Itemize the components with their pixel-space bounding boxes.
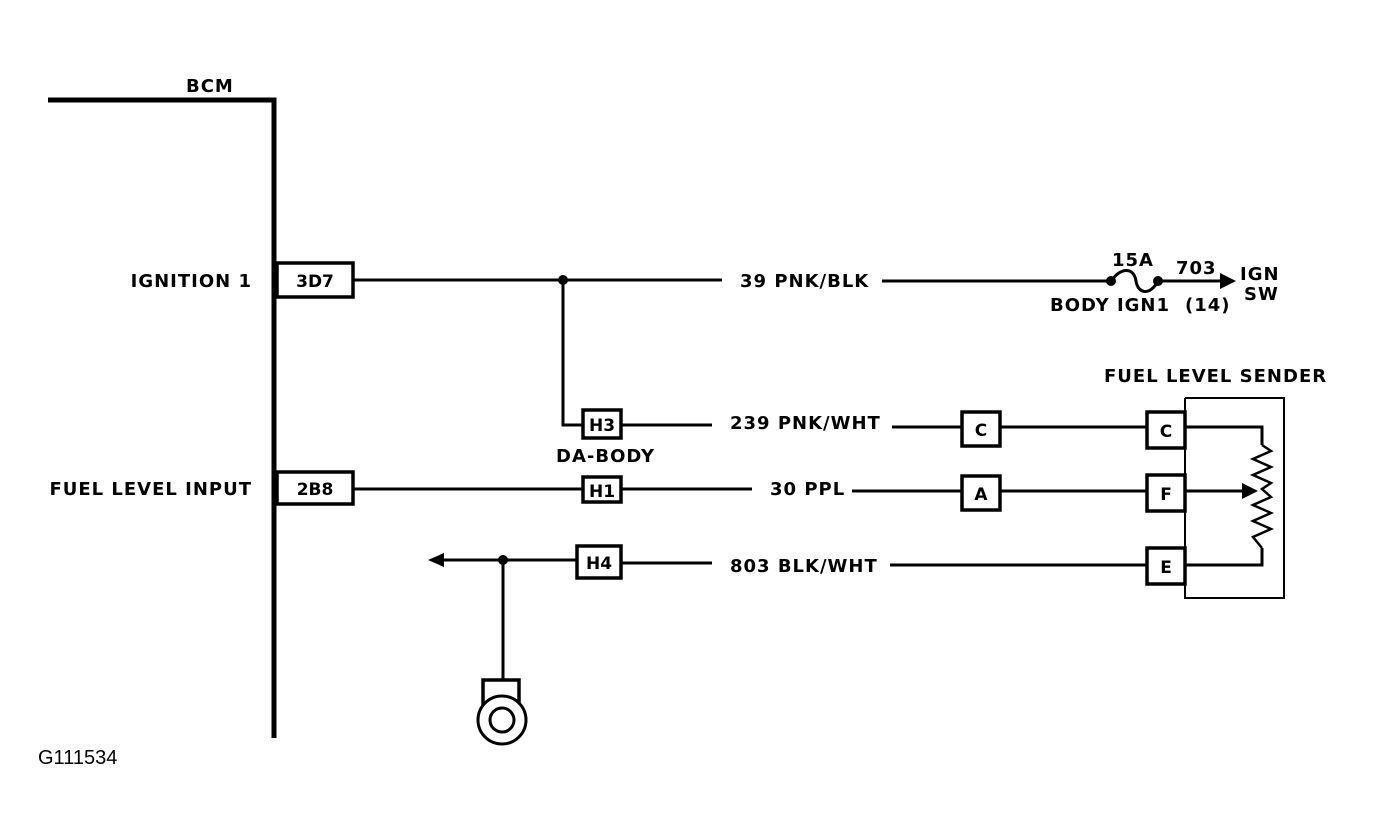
pin-h4-label: H4 bbox=[586, 554, 612, 574]
wire-703-label: 703 bbox=[1176, 258, 1217, 279]
pin-3d7-label: 3D7 bbox=[296, 272, 334, 292]
sender-pin-c-label: C bbox=[1160, 422, 1172, 442]
wire-239-label: 239 PNK/WHT bbox=[730, 413, 881, 434]
pin-2b8-box bbox=[275, 470, 355, 506]
wire-30-label: 30 PPL bbox=[770, 479, 845, 500]
pin-3d7-box bbox=[275, 261, 355, 299]
pin-c-inline-box bbox=[960, 410, 1002, 448]
arrow-left-icon bbox=[428, 553, 444, 567]
fuse-name: BODY IGN1 bbox=[1050, 295, 1170, 316]
sender-title: FUEL LEVEL SENDER bbox=[1104, 366, 1327, 387]
ground-circuit: H4 803 BLK/WHT bbox=[428, 544, 1147, 746]
fuse-number: (14) bbox=[1185, 295, 1231, 316]
pin-2b8-label: 2B8 bbox=[297, 480, 334, 500]
fuel-level-sender: FUEL LEVEL SENDER C F E bbox=[1104, 366, 1327, 599]
pin-h1-label: H1 bbox=[589, 482, 615, 502]
pin-a-inline-label: A bbox=[974, 485, 988, 505]
fuse-symbol bbox=[1109, 269, 1160, 293]
pin-h3-label: H3 bbox=[589, 416, 615, 436]
sender-pin-e-label: E bbox=[1160, 558, 1172, 578]
sender-outline bbox=[1184, 397, 1285, 599]
sender-pin-f-label: F bbox=[1160, 485, 1172, 505]
ign-sw-line1: IGN bbox=[1240, 264, 1280, 285]
wire-803-label: 803 BLK/WHT bbox=[730, 556, 878, 577]
sender-pin-c-box bbox=[1145, 410, 1187, 450]
sender-pin-f-box bbox=[1145, 473, 1187, 513]
bcm-title: BCM bbox=[186, 76, 234, 97]
fuel-input-label: FUEL LEVEL INPUT bbox=[49, 479, 252, 500]
ign-sw-line2: SW bbox=[1244, 284, 1279, 305]
resistor-icon bbox=[1249, 443, 1275, 549]
wire-39-label: 39 PNK/BLK bbox=[740, 271, 869, 292]
fuse-rating: 15A bbox=[1112, 250, 1154, 271]
arrow-right-icon bbox=[1220, 273, 1236, 289]
pin-h3-box bbox=[581, 408, 623, 440]
figure-id: G111534 bbox=[38, 747, 117, 769]
pin-h1-box bbox=[581, 475, 623, 504]
pin-c-inline-label: C bbox=[975, 421, 987, 441]
pin-a-inline-box bbox=[960, 474, 1002, 512]
connector-name: DA-BODY bbox=[556, 446, 655, 467]
branch-h3: H3 239 PNK/WHT C DA-BODY bbox=[556, 280, 1147, 467]
ignition-label: IGNITION 1 bbox=[131, 271, 252, 292]
fuel-level-circuit: FUEL LEVEL INPUT 2B8 H1 30 PPL A bbox=[49, 470, 1147, 512]
bcm-module: BCM bbox=[48, 76, 277, 738]
wiper-arrow-icon bbox=[1242, 483, 1258, 499]
ignition-circuit: IGNITION 1 3D7 39 PNK/BLK 15A BODY IGN1 … bbox=[131, 250, 1280, 316]
